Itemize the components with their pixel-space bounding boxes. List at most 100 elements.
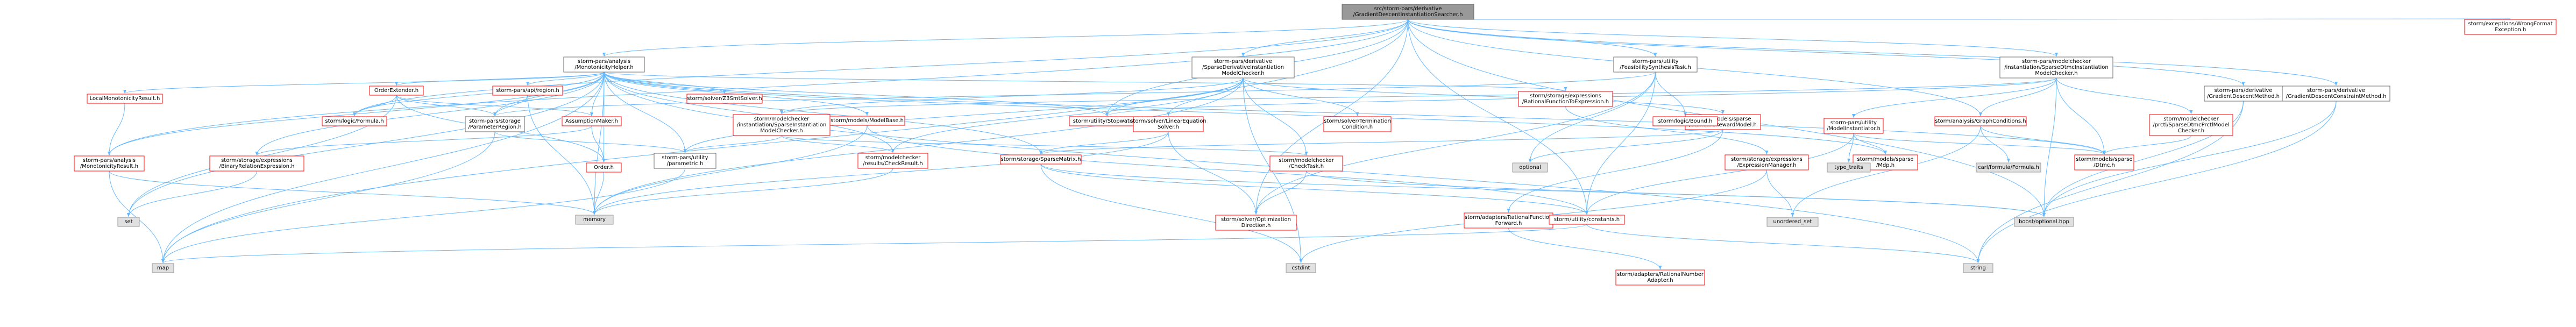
node-label: OrderExtender.h xyxy=(374,88,418,94)
edge-localmono-to-monoresult xyxy=(108,103,125,156)
node-constants[interactable]: storm/utility/constants.h xyxy=(1549,215,1625,225)
edge-feasib-to-storageparam xyxy=(493,72,1656,117)
node-graphcond[interactable]: storm/analysis/GraphConditions.h xyxy=(1934,116,2027,126)
node-z3[interactable]: storm/solver/Z3SmtSolver.h xyxy=(686,94,763,104)
node-label: storm-pars/api/region.h xyxy=(496,88,559,94)
edge-sparsederiv-to-memory xyxy=(593,77,1244,215)
edge-mono-to-stopwatch xyxy=(604,72,1109,117)
node-dtmcinst[interactable]: storm-pars/modelchecker/instantiation/Sp… xyxy=(1999,56,2113,79)
node-label: /GradientDescentMethod.h xyxy=(2207,94,2280,99)
node-label: storm-pars/analysis xyxy=(83,158,136,164)
node-label: ModelChecker.h xyxy=(760,128,803,134)
edge-sparsematrix-to-boostopt xyxy=(1040,164,2046,217)
node-label: /ParameterRegion.h xyxy=(468,124,521,130)
edge-graphcond-to-carlformula xyxy=(1980,125,2010,163)
node-dtmc[interactable]: storm/models/sparse/Dtmc.h xyxy=(2074,154,2134,170)
node-order[interactable]: Order.h xyxy=(586,162,622,173)
node-binrel[interactable]: storm/storage/expressions/BinaryRelation… xyxy=(209,155,304,172)
node-localmono[interactable]: LocalMonotonicityResult.h xyxy=(87,94,163,104)
node-dtmcprctl[interactable]: storm/modelchecker/prctl/SparseDtmcPrctl… xyxy=(2149,114,2233,136)
node-box xyxy=(1823,118,1884,134)
node-carlformula: carl/formula/Formula.h xyxy=(1976,162,2041,173)
edge-gradconstr-to-string xyxy=(1976,101,2337,264)
node-cstdint: cstdint xyxy=(1286,263,1316,273)
edge-sparsereward-to-adapters xyxy=(1507,129,1723,213)
node-assumption[interactable]: AssumptionMaker.h xyxy=(562,116,622,126)
edge-mono-to-mdp xyxy=(604,72,1887,155)
node-box xyxy=(586,162,622,173)
node-label: storm-pars/derivative xyxy=(1214,59,1272,65)
node-storageparam[interactable]: storm-pars/storage/ParameterRegion.h xyxy=(465,116,525,132)
node-box xyxy=(2014,217,2074,227)
edge-orderext-to-logicformula xyxy=(353,95,397,117)
node-label: Order.h xyxy=(594,165,614,170)
edge-dtmcinst-to-sparseinstmc xyxy=(780,77,2057,115)
edge-dtmcprctl-to-dtmc xyxy=(2103,135,2191,155)
node-label: type_traits xyxy=(1834,165,1863,170)
node-label: storm/modelchecker xyxy=(865,155,921,161)
node-label: cstdint xyxy=(1291,265,1310,271)
node-label: ModelChecker.h xyxy=(2035,70,2077,76)
node-paramutil[interactable]: storm-pars/utility/parametric.h xyxy=(654,153,716,169)
node-label: storm/analysis/GraphConditions.h xyxy=(1935,118,2026,124)
node-box xyxy=(562,116,622,126)
node-orderext[interactable]: OrderExtender.h xyxy=(369,86,424,96)
node-checktask[interactable]: storm/modelchecker/CheckTask.h xyxy=(1269,155,1343,172)
node-gradmethod[interactable]: storm-pars/derivative/GradientDescentMet… xyxy=(2204,86,2283,102)
node-label: storm/storage/expressions xyxy=(221,158,293,164)
node-label: storm/models/ModelBase.h xyxy=(831,118,904,124)
node-string: string xyxy=(1963,263,1993,273)
node-mono[interactable]: storm-pars/analysis/MonotonicityHelper.h xyxy=(563,56,645,73)
node-label: storm-pars/storage xyxy=(469,118,521,124)
node-sparsematrix[interactable]: storm/storage/SparseMatrix.h xyxy=(1000,154,1082,165)
edge-mono-to-paramutil xyxy=(604,72,687,153)
node-root[interactable]: src/storm-pars/derivative/GradientDescen… xyxy=(1342,4,1474,20)
edge-binrel-to-set xyxy=(127,170,257,217)
node-box xyxy=(1615,269,1705,286)
node-sparseinstmc[interactable]: storm/modelchecker/instantiation/SparseI… xyxy=(733,114,831,136)
node-feasib[interactable]: storm-pars/utility/FeasibilitySynthesisT… xyxy=(1613,56,1698,73)
node-label: storm/modelchecker xyxy=(1279,158,1335,164)
node-label: storm-pars/derivative xyxy=(2215,88,2273,94)
node-box xyxy=(322,116,387,126)
edge-constants-to-map xyxy=(161,224,1587,264)
edge-mono-to-ratfunexpr xyxy=(604,72,1567,91)
edge-sparseinstmc-to-checkresult xyxy=(781,135,895,153)
edge-orderext-to-assumption xyxy=(396,95,593,117)
node-modelbase[interactable]: storm/models/ModelBase.h xyxy=(829,116,905,126)
node-checkresult[interactable]: storm/modelchecker/results/CheckResult.h xyxy=(857,153,928,169)
node-paramregion[interactable]: storm-pars/api/region.h xyxy=(492,86,563,96)
node-label: storm/solver/Z3SmtSolver.h xyxy=(687,96,762,102)
edge-dtmcinst-to-graphcond xyxy=(1979,77,2057,117)
node-label: /parametric.h xyxy=(667,161,704,167)
node-label: /MonotonicityResult.h xyxy=(80,164,138,169)
node-mdp[interactable]: storm/models/sparse/Mdp.h xyxy=(1853,154,1918,170)
node-exprmanager[interactable]: storm/storage/expressions/ExpressionMana… xyxy=(1725,154,1809,170)
node-monoresult[interactable]: storm-pars/analysis/MonotonicityResult.h xyxy=(74,155,145,172)
node-box xyxy=(686,94,763,104)
node-box xyxy=(2204,86,2283,102)
node-box xyxy=(465,116,525,132)
node-gradconstr[interactable]: storm-pars/derivative/GradientDescentCon… xyxy=(2282,86,2390,102)
node-label: LocalMonotonicityResult.h xyxy=(90,96,160,102)
node-box xyxy=(2149,114,2233,136)
edge-dtmcinst-to-modelinst xyxy=(1852,77,2057,118)
node-label: storm/adapters/RationalFunction xyxy=(1465,215,1552,221)
node-label: /instantiation/SparseInstantiation xyxy=(737,122,827,128)
node-logicbound[interactable]: storm/logic/Bound.h xyxy=(1652,116,1718,126)
node-label: /SparseDerivativeInstantiation xyxy=(1202,65,1284,70)
edge-feasib-to-optional xyxy=(1528,72,1656,163)
node-sparsederiv[interactable]: storm-pars/derivative/SparseDerivativeIn… xyxy=(1191,56,1295,79)
node-logicformula[interactable]: storm/logic/Formula.h xyxy=(322,116,387,126)
node-ratfunexpr[interactable]: storm/storage/expressions/RationalFuncti… xyxy=(1518,91,1613,107)
node-box xyxy=(1725,154,1809,170)
node-modelinst[interactable]: storm-pars/utility/ModelInstantiator.h xyxy=(1823,118,1884,134)
node-label: /results/CheckResult.h xyxy=(863,161,922,167)
